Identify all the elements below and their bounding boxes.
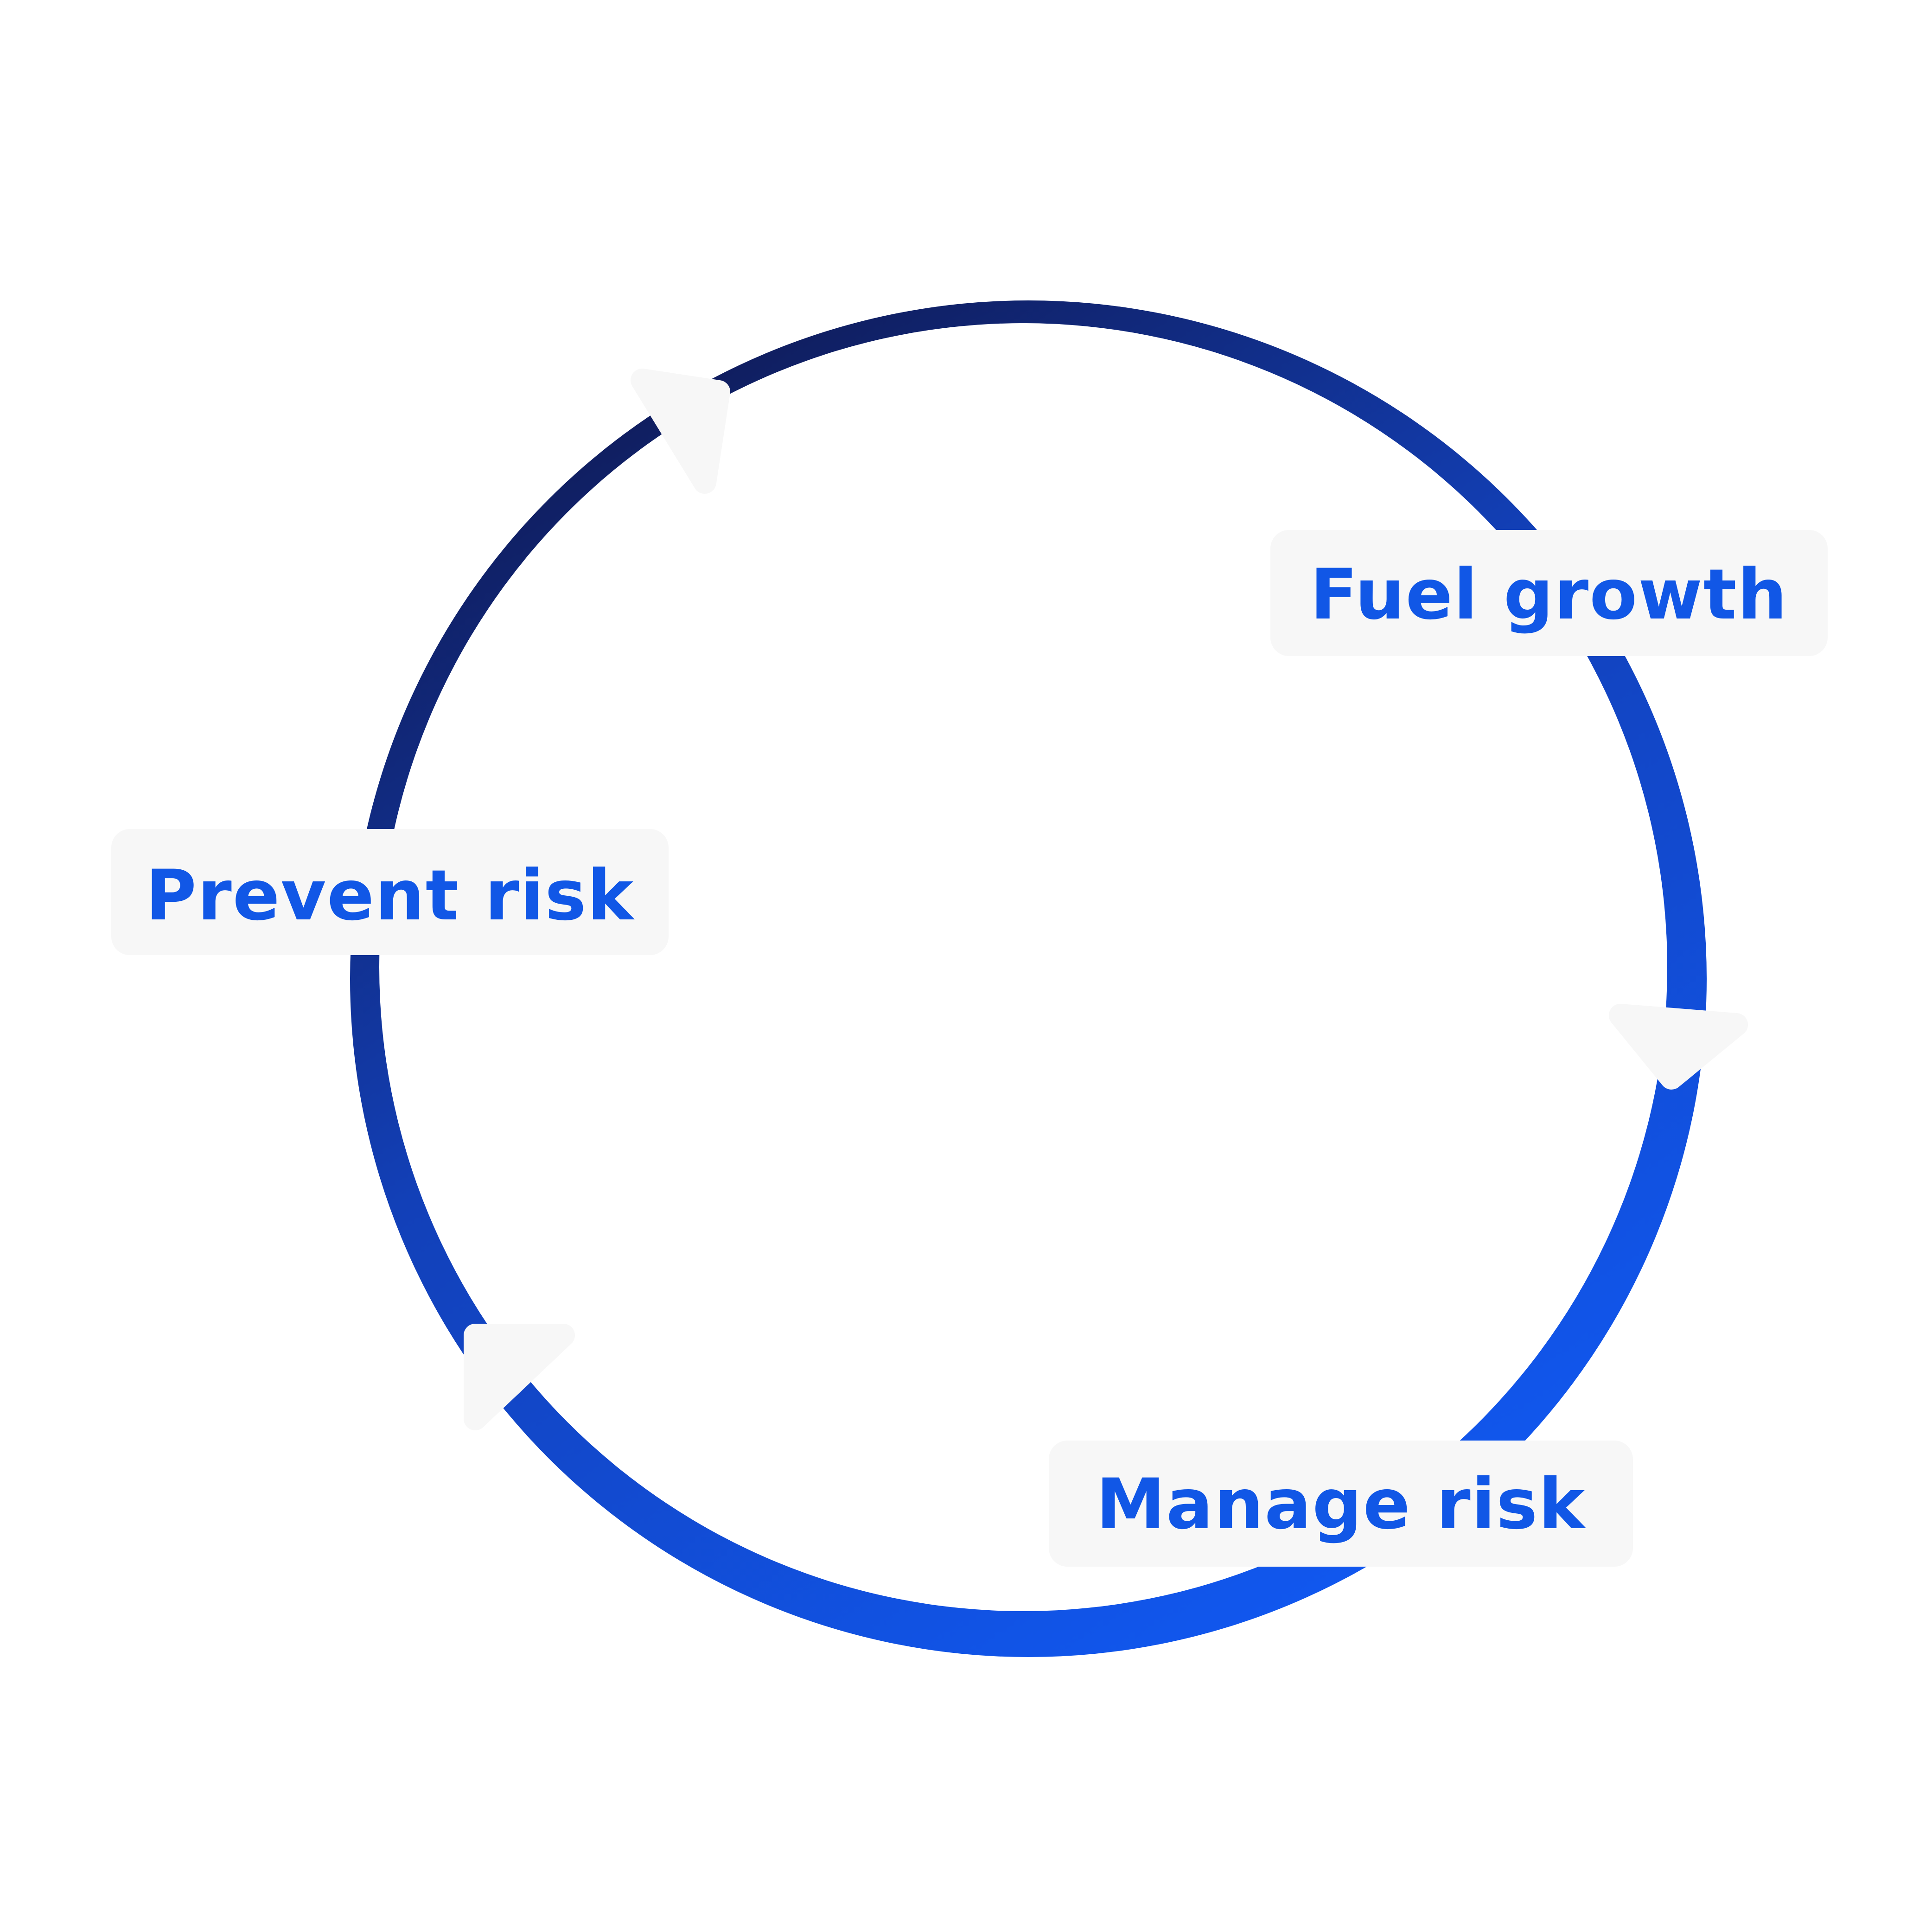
stage-label-box — [1049, 1441, 1633, 1567]
arrowhead-top-icon — [631, 369, 730, 494]
stage-label: Prevent risk — [146, 855, 635, 936]
stage-label-box — [111, 829, 669, 955]
stage-label: Manage risk — [1096, 1464, 1586, 1545]
stage-label: Fuel growth — [1310, 555, 1788, 635]
arrowhead-left-icon — [464, 1324, 575, 1430]
stage-label-box — [1270, 530, 1828, 656]
stage-manage-risk: Manage risk — [1049, 1441, 1633, 1567]
stage-prevent-risk: Prevent risk — [111, 829, 669, 955]
stage-fuel-growth: Fuel growth — [1270, 530, 1828, 656]
arrowhead-right-icon — [1609, 1004, 1748, 1090]
